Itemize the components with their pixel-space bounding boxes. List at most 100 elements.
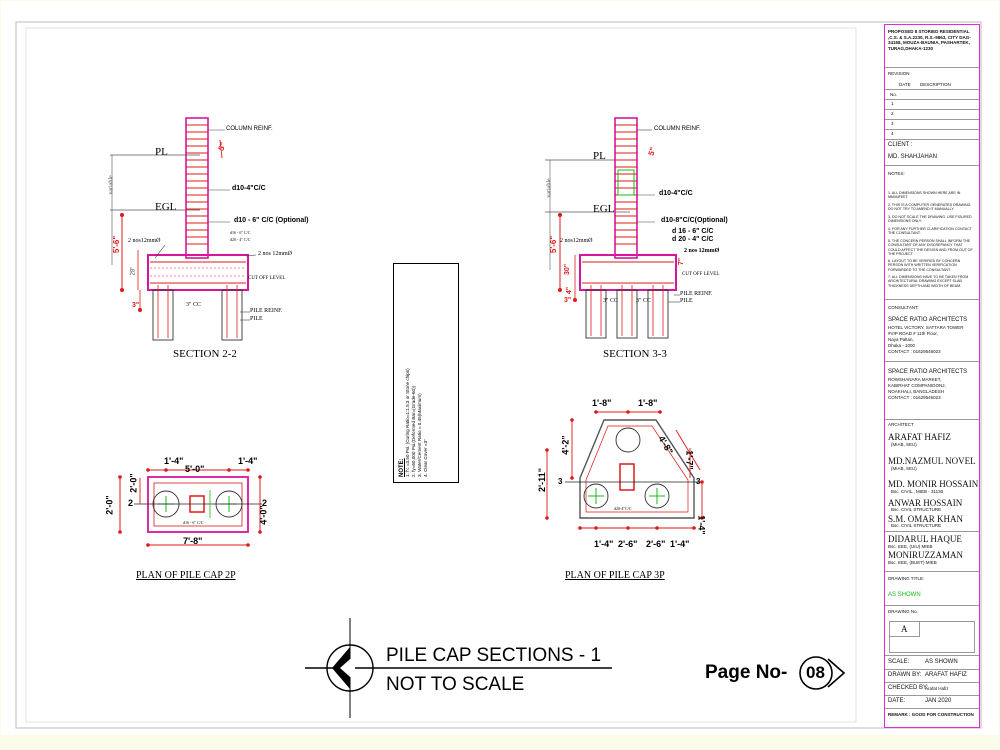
dim-30-label: 30" [564, 263, 572, 276]
drawing-main-title: PILE CAP SECTIONS - 1 [386, 645, 602, 666]
note-line: 4. Clear Cover =3" [423, 439, 428, 477]
desc-col-label: DESCRIPTION [920, 82, 951, 87]
rev-row: 4 [891, 131, 894, 136]
column-reinf-label-3: COLUMN REINF. [654, 126, 701, 132]
bar-d16-label: d16 - 6" C/C [230, 230, 251, 235]
drawn-label: DRAWN BY: [888, 672, 922, 678]
stirrup-label: d10-4"C/C [232, 185, 266, 192]
consultant1-addr: CONTACT : 01629546023 [888, 349, 941, 354]
drawing-no-label: DRAWING No. [888, 609, 918, 614]
section-3-3-title: SECTION 3-3 [603, 348, 667, 360]
dim-4-label: 4" [566, 286, 574, 295]
dim-3-label-3: 3" [564, 297, 572, 304]
plan-pile-cap-3p [545, 410, 704, 530]
egl-label: EGL [155, 201, 177, 213]
bars-left-label-3: 2 nos12mmØ [560, 238, 593, 244]
note-4: 4. FOR ANY FURTHER CLARIFICATION CONTACT… [888, 227, 972, 236]
pile-label: PILE [250, 316, 263, 322]
variable-label-3: variable [546, 178, 553, 198]
title-block: PROPOSED 8 STORIED RESIDENTIAL ,C.S. & S… [884, 24, 980, 728]
bars-left-label: 2 nos12mmØ [128, 238, 161, 244]
dim-3-label: 3" [132, 302, 140, 309]
cc-label-3a: 3" CC [603, 298, 618, 304]
dim-5-6-label: 5'-6" [112, 235, 122, 254]
plan-pile-cap-2p [118, 468, 262, 547]
dim-2-0-a: 2'-0" [128, 473, 139, 493]
client-name: MD. SHAHJAHAN [888, 154, 938, 160]
consultant1-name: SPACE RATIO ARCHITECTS [888, 317, 968, 323]
variable-label: variable [108, 175, 115, 195]
checked-value: Arafat Hafiz [925, 686, 949, 691]
drawing-scale-note: NOT TO SCALE [386, 674, 525, 695]
bars-right-label: 2 nos 12mmØ [258, 251, 293, 257]
dim-1-4-b: 1'-4" [238, 456, 258, 466]
person-degree: Bsc. CIVIL., MIEB - 31130 [891, 489, 944, 494]
project-title: PROPOSED 8 STORIED RESIDENTIAL ,C.S. & S… [888, 29, 971, 51]
dim-1-8-a: 1'-8" [592, 398, 612, 408]
checked-label: CHECKED BY: [888, 685, 929, 691]
cutoff-label: CUT OFF LEVEL [248, 276, 286, 281]
section-3-3 [545, 117, 680, 339]
plan3p-bars-label: d20-4"C/C [614, 506, 632, 511]
title-symbol [305, 618, 612, 718]
consultant2-addr: ROWSHANARA MARKET, [888, 377, 942, 382]
scale-label: SCALE: [888, 659, 910, 665]
consultant2-name: SPACE RATIO ARCHITECTS [888, 369, 968, 375]
dim-1-4-c: 1'-4" [696, 515, 707, 535]
consultant1-addr: Dhaka - 1000 [888, 343, 916, 348]
rev-row: 1 [891, 101, 894, 106]
egl-label-3: EGL [593, 203, 615, 215]
dim-7-8: 7'-8" [183, 536, 203, 546]
person-degree: (MIAB, SEU) [891, 442, 917, 447]
client-label: CLIENT : [888, 142, 913, 148]
notes-label: NOTES: [888, 171, 905, 176]
column-reinf-label: COLUMN REINF. [226, 126, 273, 132]
person-name: MD.NAZMUL NOVEL [888, 456, 976, 466]
note-content: NOTE: 1. f'c =3.50 Psi. (Curing Ratio=1:… [394, 264, 458, 482]
drawn-value: ARAFAT HAFIZ [925, 672, 967, 678]
drawing-title-value: AS SHOWN [888, 592, 921, 598]
dim-1-4-a-3: 1'-4" [594, 539, 614, 549]
dim-28-label: 28" [130, 266, 137, 276]
section-mark-3-right: 3 [696, 477, 701, 486]
page-number-symbol [799, 656, 846, 690]
dim-1-8-b: 1'-8" [638, 398, 658, 408]
bar-d16-label-3: d 16 - 6" C/C [672, 228, 714, 235]
person-degree: Bsc. CIVIL STRUCTURE [891, 507, 942, 512]
pl-label-3: PL [593, 150, 606, 162]
section-2-2 [110, 117, 257, 341]
person-degree: Bsc. EEE, (UIU) MIEB [888, 544, 933, 549]
remark: REMARK : GOOD FOR CONSTRUCTION [888, 712, 974, 717]
dim-2-6-a: 2'-6" [618, 539, 638, 549]
pile-reinf-label-3: PILE REINF. [680, 291, 713, 297]
drawing-no-value: A [901, 624, 908, 634]
pl-label: PL [155, 146, 168, 158]
person-degree: Bsc. CIVIL STRUCTURE [891, 523, 942, 528]
dim-1-7: 1'-7" [684, 450, 695, 470]
cc-label-3b: 3" CC [636, 298, 651, 304]
dim-2-0-b: 2'-0" [104, 495, 115, 515]
note-5: 5. THE CONCERN PERSON SHALL INFORM THE C… [888, 239, 973, 257]
bar-d20-label: d20 - 4" C/C [230, 237, 251, 242]
person-name: S.M. OMAR KHAN [888, 514, 964, 524]
stirrup-optional-label-3: d10-8"C/C(Optional) [661, 217, 728, 224]
dim-2-6-b: 2'-6" [646, 539, 666, 549]
consultant1-addr: HOTEL VICTORY, SATTARA TOWER [888, 325, 964, 330]
plan-3p-title: PLAN OF PILE CAP 3P [565, 570, 665, 581]
note-box: NOTE: 1. f'c =3.50 Psi. (Curing Ratio=1:… [393, 263, 459, 483]
consultant-label: CONSULTANT: [888, 305, 919, 310]
note-7: 7. ALL DIMENSIONS HAVE TO BE TAKEN FROM … [888, 275, 969, 288]
scale-value: AS SHOWN [925, 659, 958, 665]
page-label: Page No- [705, 662, 788, 683]
plan2p-bars-label: d16 - 6" C/C [183, 520, 204, 525]
consultant1-addr: #VIP ROAD # 11th Floor, [888, 331, 938, 336]
note-1: 1. ALL DIMENSIONS SHOWN HERE ARE IN MM/I… [888, 191, 961, 200]
page-number: 08 [806, 663, 825, 682]
section-mark-2-right: 2 [262, 498, 268, 508]
person-name: ARAFAT HAFIZ [888, 432, 951, 442]
dim-1-4-b-3: 1'-4" [670, 539, 690, 549]
section-2-2-title: SECTION 2-2 [173, 348, 237, 360]
rev-row: 2 [891, 111, 894, 116]
drawing-title-label: DRAWING TITLE: [888, 576, 925, 581]
